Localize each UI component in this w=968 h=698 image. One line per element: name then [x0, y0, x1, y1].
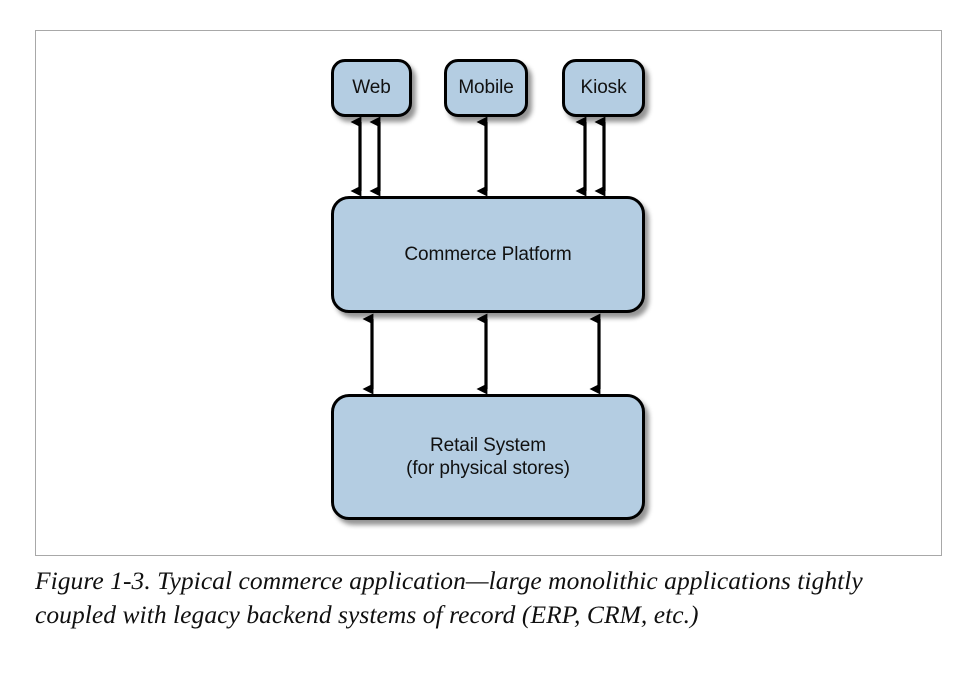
node-web: Web	[331, 59, 412, 117]
architecture-diagram: Web Mobile Kiosk Commerce Platform Retai…	[331, 59, 645, 520]
node-web-label: Web	[352, 77, 391, 99]
node-kiosk: Kiosk	[562, 59, 645, 117]
node-retail-system: Retail System (for physical stores)	[331, 394, 645, 520]
node-commerce-platform: Commerce Platform	[331, 196, 645, 313]
node-retail-system-label-line1: Retail System	[430, 434, 546, 456]
node-retail-system-label-line2: (for physical stores)	[406, 458, 570, 479]
node-retail-system-label: Retail System (for physical stores)	[406, 434, 570, 480]
node-mobile-label: Mobile	[458, 77, 514, 99]
node-mobile: Mobile	[444, 59, 528, 117]
node-kiosk-label: Kiosk	[580, 77, 627, 99]
figure-caption: Figure 1-3. Typical commerce application…	[35, 566, 863, 629]
node-commerce-platform-label: Commerce Platform	[404, 243, 572, 265]
